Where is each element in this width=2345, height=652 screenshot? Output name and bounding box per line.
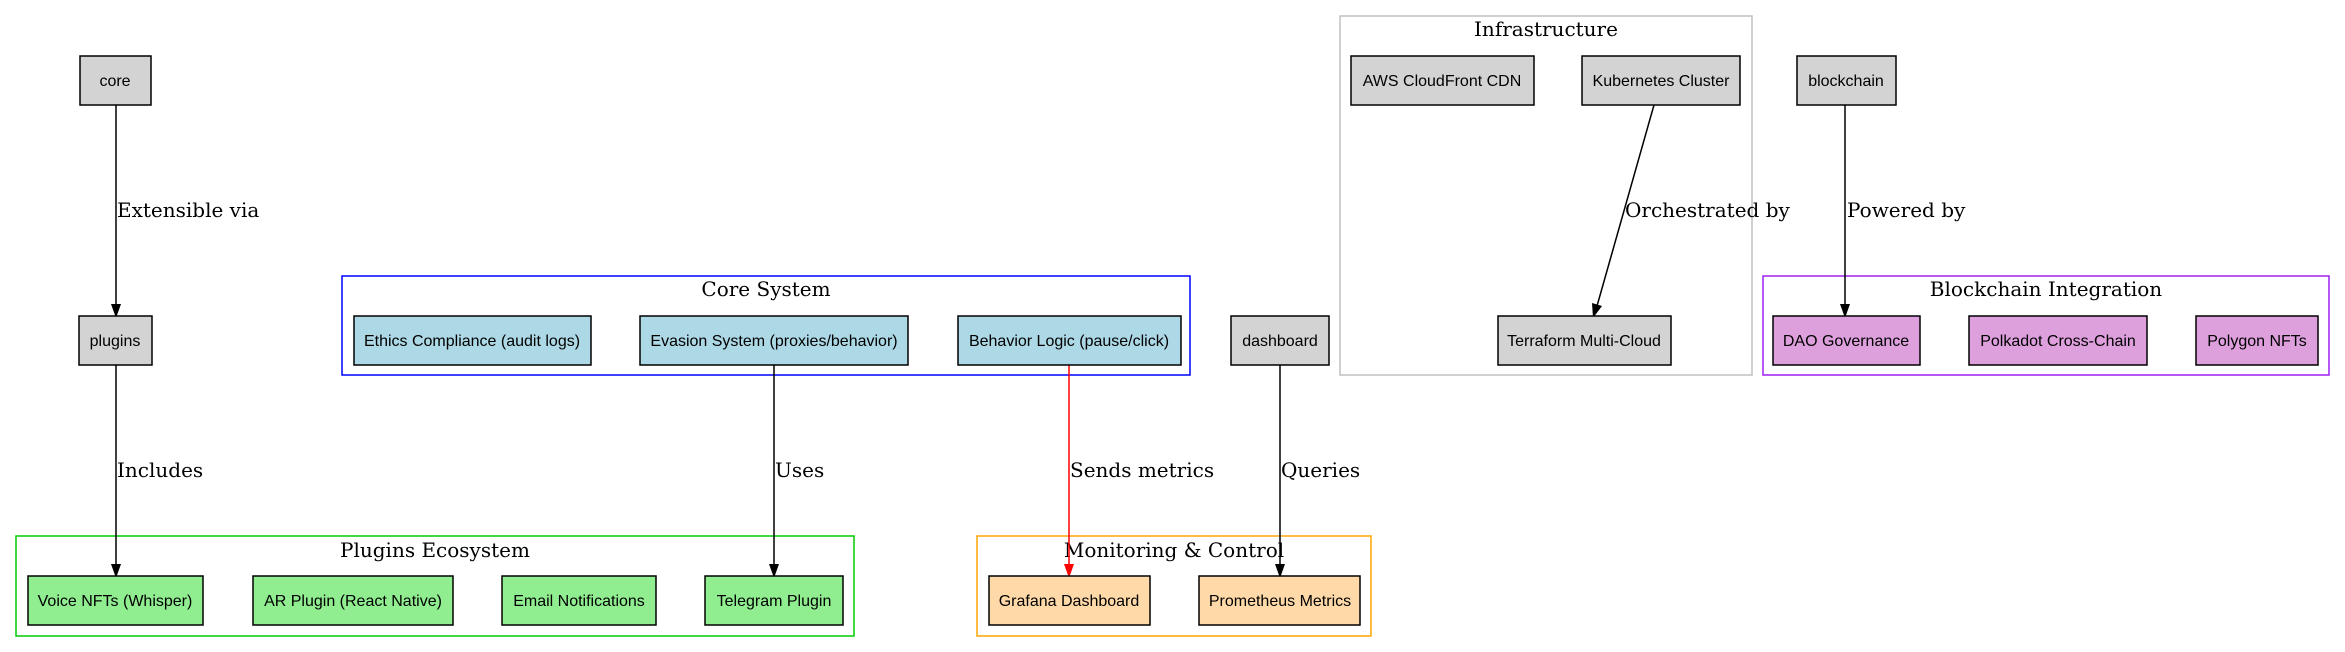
- cluster-core-system: Core System: [341, 275, 1191, 376]
- edge-core-plugins: Extensible via: [111, 105, 259, 318]
- edge-label: Powered by: [1847, 198, 1966, 222]
- cluster-blockchain-integration-border: [1762, 275, 2330, 376]
- node-label: plugins: [90, 333, 141, 350]
- node-telegram-plugin[interactable]: Telegram Plugin: [704, 575, 844, 626]
- edge-label: Includes: [117, 458, 203, 482]
- edge-label: Sends metrics: [1070, 458, 1214, 482]
- node-label: Terraform Multi-Cloud: [1507, 333, 1661, 350]
- node-box: [704, 575, 844, 626]
- node-voice-nfts[interactable]: Voice NFTs (Whisper): [27, 575, 204, 626]
- cluster-plugins-ecosystem-border: [15, 535, 855, 637]
- node-box: [79, 55, 152, 106]
- cluster-plugins-ecosystem: Plugins Ecosystem: [15, 535, 855, 637]
- node-label: Kubernetes Cluster: [1593, 73, 1731, 90]
- node-polygon-nfts[interactable]: Polygon NFTs: [2195, 315, 2319, 366]
- node-box: [1796, 55, 1897, 106]
- cluster-plugins-ecosystem-title: Plugins Ecosystem: [340, 538, 530, 562]
- cluster-core-system-border: [341, 275, 1191, 376]
- node-polkadot-crosschain[interactable]: Polkadot Cross-Chain: [1968, 315, 2148, 366]
- edge-label: Extensible via: [117, 198, 259, 222]
- node-ar-plugin[interactable]: AR Plugin (React Native): [252, 575, 454, 626]
- node-label: Evasion System (proxies/behavior): [650, 333, 897, 350]
- node-terraform-multicloud[interactable]: Terraform Multi-Cloud: [1497, 315, 1672, 366]
- node-grafana-dashboard[interactable]: Grafana Dashboard: [988, 575, 1151, 626]
- edge-arrowhead: [769, 564, 779, 578]
- edge-kubernetes-terraform: Orchestrated by: [1592, 104, 1790, 318]
- node-label: dashboard: [1242, 333, 1318, 350]
- node-box: [1581, 55, 1741, 106]
- node-plugins[interactable]: plugins: [78, 315, 153, 366]
- node-label: Email Notifications: [513, 593, 645, 610]
- node-label: Behavior Logic (pause/click): [969, 333, 1169, 350]
- edge-line: [1596, 104, 1655, 307]
- edge-arrowhead: [1840, 304, 1850, 318]
- node-prometheus-metrics[interactable]: Prometheus Metrics: [1198, 575, 1361, 626]
- node-evasion-system[interactable]: Evasion System (proxies/behavior): [639, 315, 909, 366]
- cluster-core-system-title: Core System: [701, 277, 830, 301]
- node-kubernetes-cluster[interactable]: Kubernetes Cluster: [1581, 55, 1741, 106]
- cluster-monitoring-control-border: [976, 535, 1372, 637]
- node-label: Voice NFTs (Whisper): [38, 593, 193, 610]
- node-label: Telegram Plugin: [717, 593, 832, 610]
- node-box: [353, 315, 592, 366]
- node-label: AR Plugin (React Native): [264, 593, 442, 610]
- cluster-infrastructure: Infrastructure: [1339, 15, 1753, 376]
- cluster-blockchain-integration-title: Blockchain Integration: [1930, 277, 2163, 301]
- node-blockchain[interactable]: blockchain: [1796, 55, 1897, 106]
- node-box: [1198, 575, 1361, 626]
- edge-evasion-telegram: Uses: [769, 365, 824, 578]
- edge-blockchain-dao: Powered by: [1840, 105, 1966, 318]
- node-ethics-compliance[interactable]: Ethics Compliance (audit logs): [353, 315, 592, 366]
- edge-plugins-voice-nfts: Includes: [111, 365, 203, 578]
- node-dashboard[interactable]: dashboard: [1230, 315, 1330, 366]
- edge-behavior-grafana: Sends metrics: [1064, 365, 1214, 578]
- node-box: [1497, 315, 1672, 366]
- node-label: Ethics Compliance (audit logs): [364, 333, 580, 350]
- edge-dashboard-prometheus: Queries: [1275, 365, 1360, 578]
- node-label: blockchain: [1808, 73, 1884, 90]
- node-box: [2195, 315, 2319, 366]
- node-core[interactable]: core: [79, 55, 152, 106]
- cluster-blockchain-integration: Blockchain Integration: [1762, 275, 2330, 376]
- edge-arrowhead: [1275, 564, 1285, 578]
- node-label: AWS CloudFront CDN: [1363, 73, 1522, 90]
- node-box: [1968, 315, 2148, 366]
- cluster-infrastructure-border: [1339, 15, 1753, 376]
- node-box: [27, 575, 204, 626]
- cluster-monitoring-control: Monitoring & Control: [976, 535, 1372, 637]
- edge-label: Queries: [1281, 458, 1360, 482]
- edge-label: Uses: [775, 458, 824, 482]
- edge-arrowhead: [111, 564, 121, 578]
- node-behavior-logic[interactable]: Behavior Logic (pause/click): [957, 315, 1182, 366]
- node-label: Polkadot Cross-Chain: [1980, 333, 2136, 350]
- node-label: Polygon NFTs: [2207, 333, 2307, 350]
- edge-arrowhead: [1592, 303, 1602, 318]
- edge-arrowhead: [111, 304, 121, 318]
- edge-label: Orchestrated by: [1625, 198, 1790, 222]
- edge-arrowhead: [1064, 564, 1074, 578]
- node-box: [252, 575, 454, 626]
- node-box: [1230, 315, 1330, 366]
- node-box: [501, 575, 657, 626]
- node-label: core: [99, 73, 130, 90]
- node-box: [988, 575, 1151, 626]
- node-box: [1350, 55, 1535, 106]
- node-box: [78, 315, 153, 366]
- node-box: [1772, 315, 1921, 366]
- cluster-monitoring-control-title: Monitoring & Control: [1064, 538, 1284, 562]
- node-box: [639, 315, 909, 366]
- node-label: DAO Governance: [1783, 333, 1909, 350]
- node-dao-governance[interactable]: DAO Governance: [1772, 315, 1921, 366]
- node-email-notifications[interactable]: Email Notifications: [501, 575, 657, 626]
- cluster-infrastructure-title: Infrastructure: [1474, 17, 1618, 41]
- node-aws-cloudfront[interactable]: AWS CloudFront CDN: [1350, 55, 1535, 106]
- node-box: [957, 315, 1182, 366]
- node-label: Grafana Dashboard: [999, 593, 1140, 610]
- node-label: Prometheus Metrics: [1209, 593, 1351, 610]
